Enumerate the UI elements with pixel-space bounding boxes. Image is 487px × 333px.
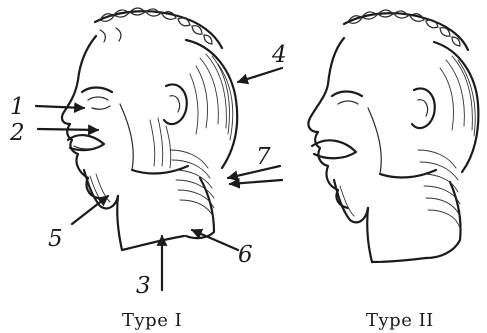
arrow-7a bbox=[228, 166, 280, 178]
neck-2 bbox=[367, 208, 372, 262]
arrow-7b bbox=[230, 180, 282, 184]
moustache-1 bbox=[68, 135, 104, 150]
marker-label-4: 4 bbox=[271, 42, 287, 68]
hair-2 bbox=[434, 42, 478, 172]
portrait-type-2 bbox=[308, 10, 478, 262]
hair-1 bbox=[186, 40, 237, 168]
arrow-5 bbox=[72, 196, 108, 224]
ear-2 bbox=[412, 88, 435, 128]
arrow-4 bbox=[238, 68, 282, 82]
arrow-2 bbox=[38, 129, 98, 130]
arrow-6 bbox=[192, 230, 238, 250]
laurel-wreath-2 bbox=[344, 10, 468, 50]
marker-label-3: 3 bbox=[136, 273, 151, 299]
face-profile-1 bbox=[62, 36, 98, 198]
marker-label-7: 7 bbox=[256, 144, 271, 170]
caption-type-1: Type I bbox=[122, 310, 182, 331]
eye-1 bbox=[82, 88, 112, 93]
neck-1 bbox=[117, 196, 122, 250]
face-profile-2 bbox=[308, 38, 348, 208]
caption-type-2: Type II bbox=[366, 310, 434, 331]
marker-label-5: 5 bbox=[48, 226, 63, 252]
marker-label-1: 1 bbox=[10, 94, 25, 120]
ear-1 bbox=[164, 84, 187, 124]
laurel-wreath-1 bbox=[95, 8, 222, 48]
eye-2 bbox=[332, 92, 362, 97]
beard-2 bbox=[334, 180, 368, 222]
arrow-1 bbox=[36, 106, 84, 108]
marker-label-2: 2 bbox=[9, 120, 25, 146]
marker-label-6: 6 bbox=[238, 242, 253, 268]
